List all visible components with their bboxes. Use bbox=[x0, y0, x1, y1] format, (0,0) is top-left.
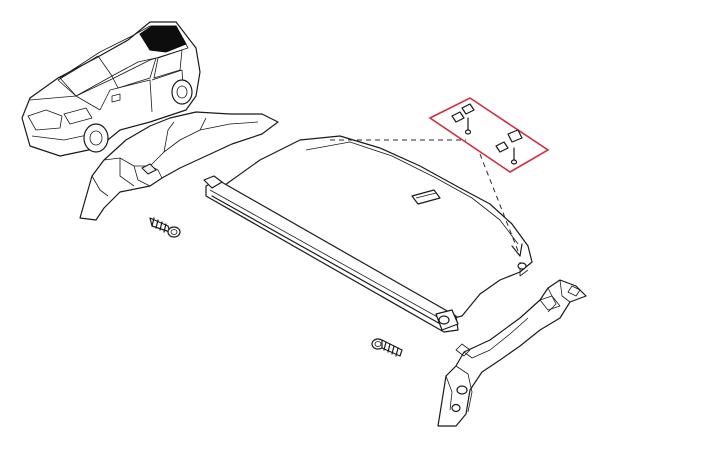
left-trim-panel bbox=[79, 111, 279, 221]
right-trim-panel bbox=[437, 279, 587, 427]
clip-kit-callout bbox=[428, 97, 550, 173]
rear-window-highlight bbox=[139, 25, 187, 53]
leader-lines bbox=[330, 139, 523, 257]
screw-left bbox=[149, 217, 181, 238]
screw-right bbox=[371, 338, 403, 357]
vehicle-illustration bbox=[21, 21, 201, 157]
parcel-shelf bbox=[203, 135, 533, 333]
